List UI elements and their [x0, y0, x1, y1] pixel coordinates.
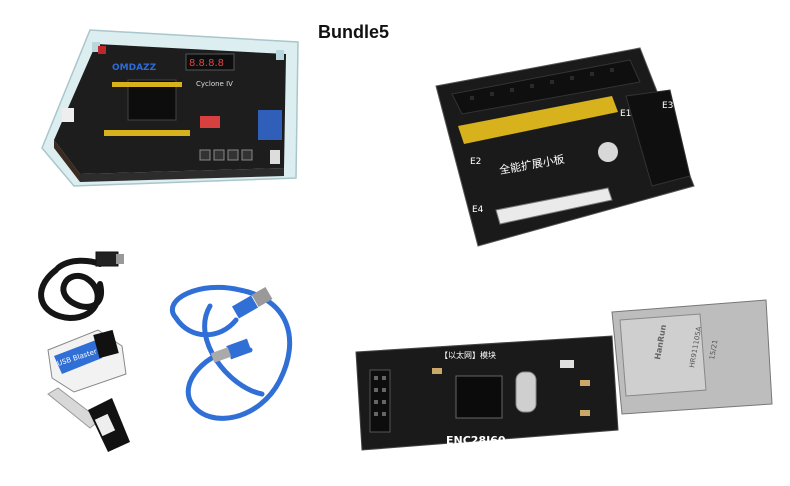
pin-header	[369, 369, 391, 433]
bundle-title: Bundle5	[318, 22, 390, 42]
label-e4: E4	[472, 205, 484, 215]
label-e1: E1	[620, 109, 631, 119]
vga-connector	[258, 110, 282, 140]
black-usb-cable	[38, 251, 124, 322]
fpga-silk-label: OMDAZZ	[112, 63, 157, 73]
svg-text:Cyclone IV: Cyclone IV	[196, 80, 233, 88]
module-model-text: ENC28J60	[446, 434, 506, 447]
dip-switch	[200, 116, 220, 128]
label-e2: E2	[470, 157, 481, 167]
crystal	[515, 371, 537, 413]
label-e3: E3	[662, 101, 673, 111]
red-button	[98, 46, 106, 54]
header-pins-bottom	[104, 130, 190, 136]
seven-segment-display	[185, 53, 235, 71]
expansion-board: E2 E1 E4 E3 全能扩展小板	[435, 47, 695, 247]
header-pins-top	[112, 82, 182, 87]
module-header-text: 【以太网】模块	[440, 350, 496, 360]
usb-b-plug	[231, 295, 259, 319]
usb-blaster: USB Blaster	[47, 329, 127, 393]
enc28j60-chip	[455, 375, 503, 419]
fpga-dev-board: OMDAZZ 8.8.8.8 Cyclone IV	[41, 29, 299, 187]
gold-header-pins	[458, 96, 618, 144]
push-buttons	[199, 149, 253, 161]
usb-a-plug	[226, 338, 252, 360]
fpc-connector	[495, 187, 613, 225]
svg-text:8.8.8.8: 8.8.8.8	[189, 58, 224, 69]
ethernet-module: 【以太网】模块 ENC28J60 HanRun HR911105A 15/21	[355, 299, 773, 451]
brand-logo	[598, 142, 618, 162]
jack-code: 15/21	[708, 339, 719, 360]
jtag-ribbon-cable	[47, 387, 130, 452]
